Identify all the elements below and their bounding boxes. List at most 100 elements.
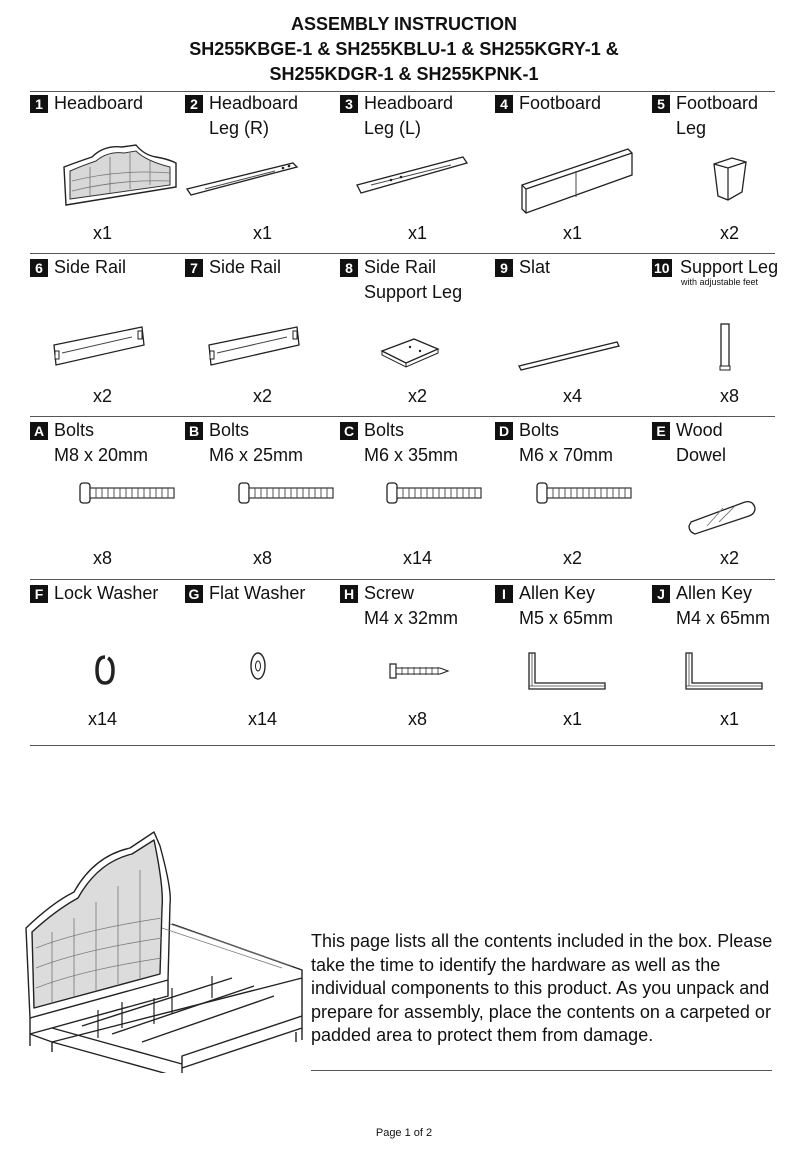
allen-key-icon xyxy=(682,651,766,698)
part-name: Side Rail Support Leg xyxy=(364,257,463,302)
part-name: Footboard Leg xyxy=(676,93,759,138)
bolt-icon xyxy=(78,480,178,511)
footboard-icon xyxy=(520,139,636,224)
part-number-badge: 6 xyxy=(30,259,48,277)
part-number-badge: 3 xyxy=(340,95,358,113)
part-name: Flat Washer xyxy=(209,583,306,603)
footboard-leg-icon xyxy=(710,156,750,207)
part-name: Allen Key M5 x 65mm xyxy=(519,583,614,628)
row-divider xyxy=(30,91,775,92)
part-quantity: x8 xyxy=(407,709,427,729)
row-divider xyxy=(30,579,775,580)
bolt-icon xyxy=(385,480,485,511)
part-item: E Wood Dowel xyxy=(652,418,807,578)
part-number-badge: A xyxy=(30,422,48,440)
headboard-leg-r-icon xyxy=(185,159,300,204)
part-subtitle: with adjustable feet xyxy=(681,277,759,287)
row-divider xyxy=(30,745,775,746)
part-name: Bolts M6 x 25mm xyxy=(209,420,304,465)
part-number-badge: 2 xyxy=(185,95,203,113)
part-name: Slat xyxy=(519,257,551,277)
part-quantity: x1 xyxy=(407,223,427,243)
part-name: Bolts M6 x 70mm xyxy=(519,420,614,465)
part-item: D Bolts M6 x 70mm xyxy=(495,418,650,578)
part-number-badge: 7 xyxy=(185,259,203,277)
part-item: 9 Slat xyxy=(495,255,650,415)
part-number-badge: H xyxy=(340,585,358,603)
part-name: Headboard Leg (R) xyxy=(209,93,299,138)
part-item: 6 Side Rail xyxy=(30,255,185,415)
assembled-bed-illustration xyxy=(25,831,303,1073)
part-name: Support Leg xyxy=(680,257,779,277)
part-item: B Bolts M6 x 25mm xyxy=(185,418,340,578)
support-leg-icon xyxy=(718,322,732,377)
part-item: F Lock Washer xyxy=(30,581,185,741)
part-quantity: x2 xyxy=(719,223,739,243)
part-number-badge: 1 xyxy=(30,95,48,113)
page-number: Page 1 of 2 xyxy=(375,1127,433,1139)
part-quantity: x8 xyxy=(92,548,112,568)
part-number-badge: E xyxy=(652,422,670,440)
part-quantity: x1 xyxy=(562,223,582,243)
flat-washer-icon xyxy=(249,651,267,686)
bolt-icon xyxy=(237,480,337,511)
part-number-badge: D xyxy=(495,422,513,440)
part-number-badge: 10 xyxy=(652,259,672,277)
part-number-badge: I xyxy=(495,585,513,603)
part-item: 1 Headboard xyxy=(30,91,185,251)
model-numbers-line1: SH255KBGE-1 & SH255KBLU-1 & SH255KGRY-1 … xyxy=(189,39,619,59)
part-name: Side Rail xyxy=(54,257,127,277)
part-number-badge: C xyxy=(340,422,358,440)
part-name: Headboard Leg (L) xyxy=(364,93,454,138)
part-quantity: x8 xyxy=(252,548,272,568)
part-item: 8 Side Rail Support Leg xyxy=(340,255,495,415)
part-name: Wood Dowel xyxy=(676,420,727,465)
part-item: 5 Footboard Leg xyxy=(652,91,807,251)
lock-washer-icon xyxy=(94,655,116,690)
part-number-badge: 8 xyxy=(340,259,358,277)
part-number-badge: B xyxy=(185,422,203,440)
document-title: ASSEMBLY INSTRUCTION xyxy=(290,14,518,34)
part-item: H Screw M4 x 32mm xyxy=(340,581,495,741)
part-quantity: x2 xyxy=(562,548,582,568)
part-name: Side Rail xyxy=(209,257,282,277)
headboard-icon xyxy=(60,143,180,212)
part-name: Bolts M6 x 35mm xyxy=(364,420,459,465)
part-quantity: x14 xyxy=(87,709,118,729)
slat-icon xyxy=(517,340,622,379)
part-quantity: x1 xyxy=(92,223,112,243)
part-name: Lock Washer xyxy=(54,583,159,603)
part-item: 7 Side Rail xyxy=(185,255,340,415)
model-numbers-line2: SH255KDGR-1 & SH255KPNK-1 xyxy=(269,64,539,84)
part-name: Headboard xyxy=(54,93,144,113)
part-item: 4 Footboard xyxy=(495,91,650,251)
part-item: J Allen Key M4 x 65mm xyxy=(652,581,807,741)
part-name: Footboard xyxy=(519,93,602,113)
part-name: Allen Key M4 x 65mm xyxy=(676,583,771,628)
part-name: Screw M4 x 32mm xyxy=(364,583,459,628)
part-number-badge: 4 xyxy=(495,95,513,113)
part-quantity: x1 xyxy=(562,709,582,729)
side-rail-icon xyxy=(52,325,147,374)
row-divider xyxy=(30,416,775,417)
screw-icon xyxy=(388,661,450,686)
part-name: Bolts M8 x 20mm xyxy=(54,420,149,465)
bolt-icon xyxy=(535,480,635,511)
part-quantity: x2 xyxy=(407,386,427,406)
part-quantity: x14 xyxy=(402,548,433,568)
part-quantity: x8 xyxy=(719,386,739,406)
part-quantity: x2 xyxy=(92,386,112,406)
part-item: A Bolts M8 x 20mm xyxy=(30,418,185,578)
dowel-icon xyxy=(687,496,757,541)
part-number-badge: 5 xyxy=(652,95,670,113)
part-number-badge: F xyxy=(30,585,48,603)
part-item: C Bolts M6 x 35mm xyxy=(340,418,495,578)
part-number-badge: 9 xyxy=(495,259,513,277)
part-number-badge: J xyxy=(652,585,670,603)
headboard-leg-l-icon xyxy=(355,153,470,202)
part-item: 2 Headboard Leg (R) xyxy=(185,91,340,251)
contents-note: This page lists all the contents include… xyxy=(311,931,773,1045)
part-quantity: x1 xyxy=(252,223,272,243)
